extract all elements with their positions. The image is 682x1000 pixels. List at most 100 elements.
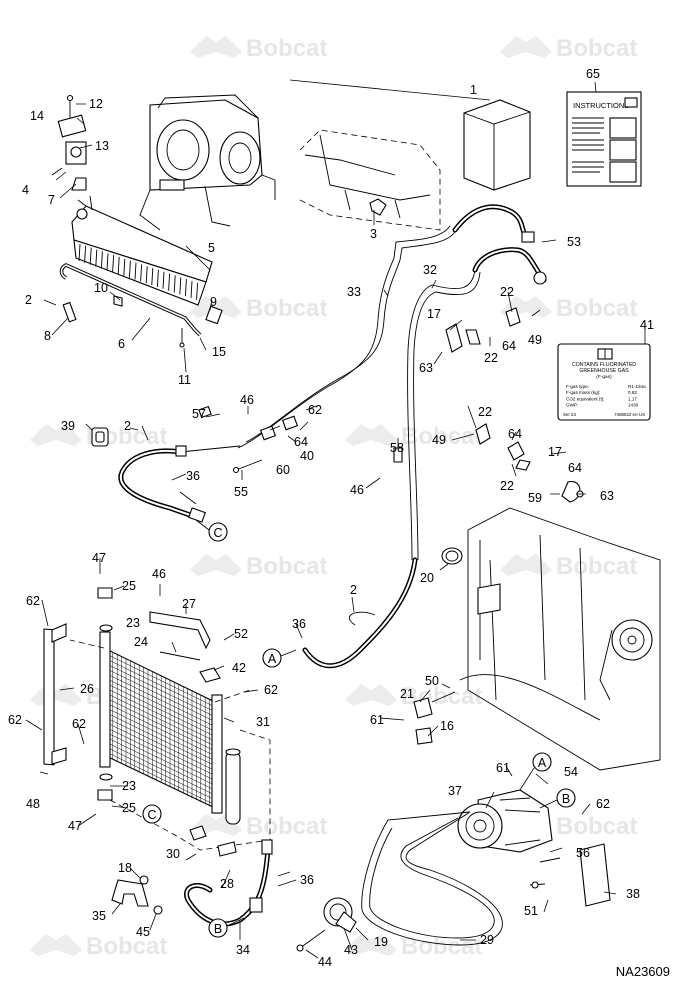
decal-row-label: F-gas mass (kg): [566, 390, 600, 395]
part-label-p36a: 36 [186, 469, 200, 483]
svg-text:Bobcat: Bobcat [246, 553, 327, 580]
part-label-p63a: 63 [419, 361, 433, 375]
blower-housing [139, 94, 276, 231]
part-label-p64b: 64 [294, 435, 308, 449]
part-label-p1: 1 [470, 83, 477, 97]
line-32 [407, 269, 481, 561]
leader-lines [25, 79, 646, 959]
decal-sn: Ser 23 [563, 412, 576, 417]
svg-text:Bobcat: Bobcat [556, 553, 637, 580]
decal-row-label: CO2 equivalent (t): [566, 396, 605, 401]
svg-text:Bobcat: Bobcat [246, 813, 327, 840]
part-label-p64a: 64 [502, 339, 516, 353]
part-label-p24: 24 [134, 635, 148, 649]
part-label-p17a: 17 [427, 307, 441, 321]
part-label-p62d: 62 [8, 713, 22, 727]
part-label-p16: 16 [440, 719, 454, 733]
watermark-6: Bobcat [190, 553, 327, 580]
part-label-p55: 55 [234, 485, 248, 499]
decal-row-label: GWP: [566, 403, 578, 408]
svg-text:B: B [214, 922, 222, 936]
part-label-p13: 13 [95, 139, 109, 153]
part-label-p51: 51 [524, 904, 538, 918]
mid-fittings [91, 405, 403, 474]
part-label-p46b: 46 [350, 483, 364, 497]
svg-text:B: B [562, 792, 570, 806]
svg-text:Bobcat: Bobcat [246, 295, 327, 322]
svg-text:Bobcat: Bobcat [86, 933, 167, 960]
decal-row-value: 0.82 [628, 390, 637, 395]
decal-row-label: F-gas type: [566, 384, 589, 389]
watermark-0: Bobcat [190, 35, 327, 62]
hose-39 [118, 445, 241, 523]
part-label-p23a: 23 [126, 616, 140, 630]
instructions-label: INSTRUCTIONS [573, 101, 629, 110]
part-label-p47b: 47 [68, 819, 82, 833]
svg-text:C: C [213, 526, 222, 540]
part-label-p61b: 61 [496, 761, 510, 775]
part-label-p49a: 49 [528, 333, 542, 347]
part-label-p44: 44 [318, 955, 332, 969]
hose-lower [302, 557, 418, 669]
part-label-p60: 60 [276, 463, 290, 477]
part-label-p22a: 22 [500, 285, 514, 299]
part-label-p46a: 46 [240, 393, 254, 407]
part-label-p2b: 2 [124, 419, 131, 433]
part-label-p22d: 22 [500, 479, 514, 493]
part-label-p61a: 61 [370, 713, 384, 727]
part-label-p35: 35 [92, 909, 106, 923]
part-label-p14: 14 [30, 109, 44, 123]
part-label-p63b: 63 [600, 489, 614, 503]
part-label-p3: 3 [370, 227, 377, 241]
part-label-p37: 37 [448, 784, 462, 798]
part-label-p8: 8 [44, 329, 51, 343]
evaporator-core [71, 195, 213, 306]
part-label-p56: 56 [576, 846, 590, 860]
part-label-p49b: 49 [432, 433, 446, 447]
part-label-p34: 34 [236, 943, 250, 957]
diagram-code: NA23609 [616, 964, 670, 979]
part-label-p39: 39 [61, 419, 75, 433]
decal-header: CONTAINS FLUORINATED [572, 362, 636, 368]
decal-serial: 7488822 en-US [614, 412, 645, 417]
callout-circle-a-right: A [519, 752, 552, 791]
watermark-1: Bobcat [500, 35, 637, 62]
callout-circles: C C A A B B [142, 519, 576, 938]
watermark-2: Bobcat [190, 295, 327, 322]
part-label-p54: 54 [564, 765, 578, 779]
part-label-p40: 40 [300, 449, 314, 463]
callout-circle-b-right: B [539, 788, 576, 809]
part-label-p18: 18 [118, 861, 132, 875]
bracket-21-16 [413, 691, 456, 745]
callout-circle-c-upper: C [195, 519, 228, 542]
decal-gas-tag: (F-gas) [596, 374, 612, 380]
instructions-manual: INSTRUCTIONS [566, 91, 642, 187]
svg-text:A: A [538, 756, 547, 770]
watermark-5: Bobcat [345, 423, 482, 450]
callout-circle-b-lower: B [208, 917, 245, 938]
part-label-p57: 57 [192, 407, 206, 421]
belt-tensioner [296, 897, 357, 952]
compressor [457, 789, 553, 853]
part-label-p38: 38 [626, 887, 640, 901]
part-label-p45: 45 [136, 925, 150, 939]
hose-upper [452, 204, 547, 285]
part-label-p23b: 23 [122, 779, 136, 793]
part-label-p22b: 22 [484, 351, 498, 365]
part-label-p10: 10 [94, 281, 108, 295]
part-label-p9: 9 [210, 295, 217, 309]
part-label-p12: 12 [89, 97, 103, 111]
part-label-p50: 50 [425, 674, 439, 688]
part-label-p65: 65 [586, 67, 600, 81]
part-label-p17b: 17 [548, 445, 562, 459]
part-label-p30: 30 [166, 847, 180, 861]
clamps-right [445, 307, 584, 503]
svg-text:Bobcat: Bobcat [246, 35, 327, 62]
part-label-p6: 6 [118, 337, 125, 351]
part-label-p2a: 2 [25, 293, 32, 307]
part-label-p36c: 36 [300, 873, 314, 887]
callout-circle-c-lower: C [142, 804, 162, 824]
condenser-assembly [43, 587, 271, 857]
part-label-p52: 52 [234, 627, 248, 641]
